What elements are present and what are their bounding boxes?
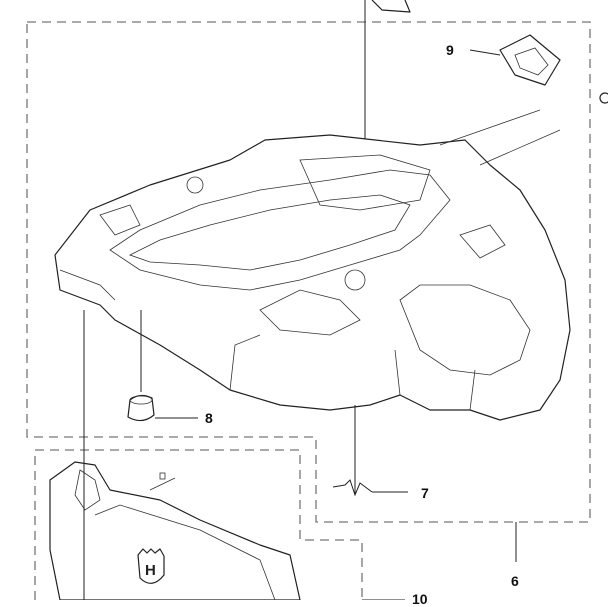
clip-part-7 [332,479,373,497]
callout-6: 6 [511,573,519,589]
callout-7: 7 [421,485,429,501]
lower-bumper-part: H [49,461,301,600]
group-10-boundary [34,449,363,600]
plug-part-8 [127,394,155,422]
callout-10: 10 [412,591,428,607]
badge-part-9 [499,34,561,86]
callout-8: 8 [205,410,213,426]
part-fragment-right [599,92,608,104]
top-part-fragment [371,0,411,13]
callout-9: 9 [446,42,454,58]
group-6-boundary [26,21,591,523]
upper-cover-shell [54,109,571,421]
svg-text:H: H [145,562,156,579]
husqvarna-logo: H [137,548,165,584]
